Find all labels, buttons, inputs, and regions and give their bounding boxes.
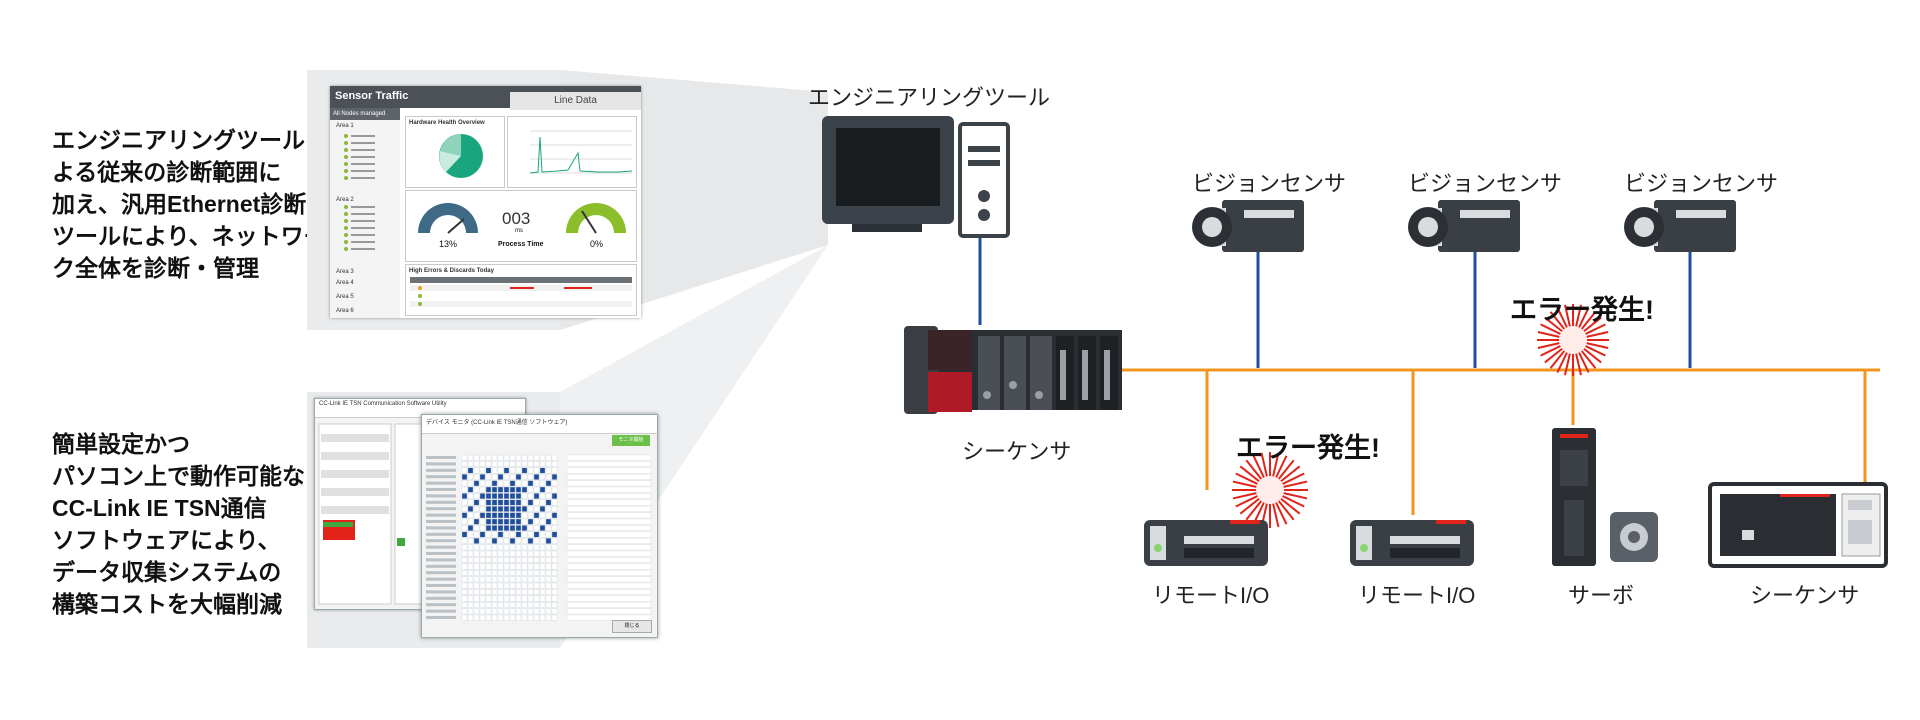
error-label-2: エラー発生! xyxy=(1236,433,1380,463)
line-data-tab[interactable]: Line Data xyxy=(510,92,641,110)
main-sequencer-icon xyxy=(904,326,1122,414)
vision-sensor-icon-1 xyxy=(1192,200,1304,252)
vision-sensor-icon-2 xyxy=(1408,200,1520,252)
sidebar-area-3[interactable]: Area 3 xyxy=(336,269,354,275)
sensor-traffic-title: Sensor Traffic xyxy=(335,90,409,102)
error-label-1: エラー発生! xyxy=(1510,295,1654,325)
gauge-right-value: 0% xyxy=(590,239,604,249)
sidebar-area-2[interactable]: Area 2 xyxy=(336,197,354,203)
servo-label: サーボ xyxy=(1568,583,1635,608)
errors-table-card: High Errors & Discards Today xyxy=(405,264,637,316)
right-sequencer-icon xyxy=(1708,482,1888,568)
vision-sensor-label-2: ビジョンセンサ xyxy=(1408,171,1563,196)
gauge-graphics xyxy=(418,203,626,234)
gauge-center-value: 003 xyxy=(502,209,531,228)
health-pie-chart xyxy=(439,134,483,178)
gauges-card: 13% 003 ms Process Time 0% xyxy=(405,190,637,262)
cc-link-utility-title: CC-Link IE TSN Communication Software Ut… xyxy=(315,399,525,418)
remote-io-label-1: リモートI/O xyxy=(1152,583,1270,608)
traffic-line-chart-card xyxy=(507,116,637,188)
right-sequencer-label: シーケンサ xyxy=(1750,583,1860,608)
remote-io-icon-2 xyxy=(1350,520,1474,566)
servo-icon xyxy=(1552,428,1658,566)
device-monitor-window: デバイス モニタ (CC-Link IE TSN通信 ソフトウェア) モニタ開始… xyxy=(421,414,658,638)
monitor-start-button[interactable]: モニタ開始 xyxy=(612,435,650,446)
remote-io-icon-1 xyxy=(1144,520,1268,566)
device-monitor-grid xyxy=(426,454,652,621)
errors-table-rows xyxy=(410,277,632,307)
description-software: 簡単設定かつ パソコン上で動作可能な CC-Link IE TSN通信 ソフトウ… xyxy=(52,431,305,617)
sidebar-area-1[interactable]: Area 1 xyxy=(336,123,354,129)
area1-machine-list xyxy=(344,134,375,180)
all-nodes-header: All Nodes managed xyxy=(330,108,400,120)
traffic-line-chart xyxy=(529,130,633,174)
main-sequencer-label: シーケンサ xyxy=(962,439,1072,464)
hardware-health-title: Hardware Health Overview xyxy=(409,120,485,126)
error-burst-icon-2 xyxy=(1232,452,1308,528)
nodes-sidebar: All Nodes managed Area 1 Area 2 Area 3 A… xyxy=(330,108,400,318)
hardware-health-card: Hardware Health Overview xyxy=(405,116,505,188)
vision-sensor-icon-3 xyxy=(1624,200,1736,252)
vision-sensor-links xyxy=(978,232,1692,368)
sidebar-area-5[interactable]: Area 5 xyxy=(336,294,354,300)
vision-sensor-label-3: ビジョンセンサ xyxy=(1624,171,1779,196)
remote-io-label-2: リモートI/O xyxy=(1358,583,1476,608)
cc-link-utility-window: CC-Link IE TSN Communication Software Ut… xyxy=(314,398,526,610)
engineering-tool-label: エンジニアリングツール xyxy=(808,85,1051,110)
engineering-pc-icon xyxy=(822,116,1010,238)
process-time-label: Process Time xyxy=(498,241,544,248)
sidebar-area-4[interactable]: Area 4 xyxy=(336,280,354,286)
vision-sensor-label-1: ビジョンセンサ xyxy=(1192,171,1347,196)
gauge-left-value: 13% xyxy=(439,239,458,249)
gauge-center-unit: ms xyxy=(515,228,523,234)
error-burst-icon-1 xyxy=(1537,304,1609,376)
sidebar-area-6[interactable]: Area 6 xyxy=(336,308,354,314)
errors-table-title: High Errors & Discards Today xyxy=(409,268,494,274)
sensor-traffic-screenshot: Sensor Traffic Line Data All Nodes manag… xyxy=(330,86,641,318)
ethernet-lines xyxy=(1120,368,1880,515)
description-diagnostics: エンジニアリングツールに よる従来の診断範囲に 加え、汎用Ethernet診断 … xyxy=(52,127,328,281)
close-button[interactable]: 閉じる xyxy=(612,620,652,633)
device-monitor-title: デバイス モニタ (CC-Link IE TSN通信 ソフトウェア) xyxy=(422,415,657,434)
area2-machine-list xyxy=(344,205,375,251)
